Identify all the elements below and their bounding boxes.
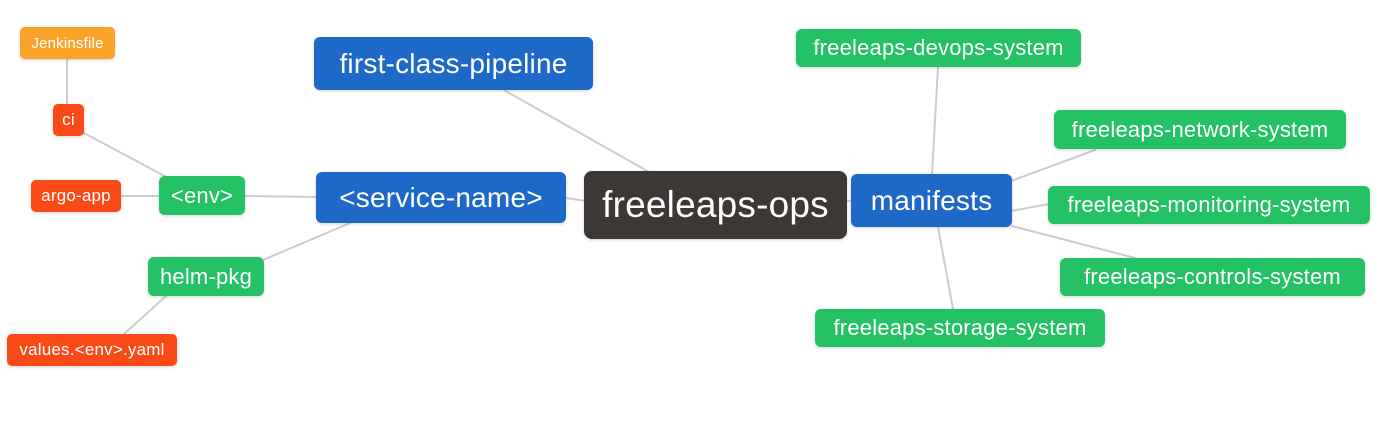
node-env[interactable]: <env> — [159, 176, 245, 215]
node-freeleaps-network-system[interactable]: freeleaps-network-system — [1054, 110, 1346, 149]
node-freeleaps-monitoring-system[interactable]: freeleaps-monitoring-system — [1048, 186, 1370, 224]
node-freeleaps-devops-system[interactable]: freeleaps-devops-system — [796, 29, 1081, 67]
edge-env-to-service-name — [244, 195, 317, 198]
edge-manifests-to-freeleaps-controls-system — [1011, 225, 1136, 259]
node-helm-pkg[interactable]: helm-pkg — [148, 257, 264, 296]
node-first-class-pipeline[interactable]: first-class-pipeline — [314, 37, 593, 90]
node-jenkinsfile[interactable]: Jenkinsfile — [20, 27, 115, 59]
node-values-env-yaml[interactable]: values.<env>.yaml — [7, 334, 177, 366]
node-freeleaps-controls-system[interactable]: freeleaps-controls-system — [1060, 258, 1365, 296]
edge-manifests-to-freeleaps-monitoring-system — [1010, 203, 1050, 212]
edge-service-name-to-helm-pkg — [262, 222, 351, 261]
node-argo-app[interactable]: argo-app — [31, 180, 121, 212]
edge-service-name-to-freeleaps-ops — [565, 197, 587, 202]
edge-ci-to-env — [83, 132, 171, 180]
edge-manifests-to-freeleaps-storage-system — [937, 226, 954, 310]
node-freeleaps-storage-system[interactable]: freeleaps-storage-system — [815, 309, 1105, 347]
node-ci[interactable]: ci — [53, 104, 84, 136]
node-service-name[interactable]: <service-name> — [316, 172, 566, 223]
edge-helm-pkg-to-values-env-yaml — [122, 295, 167, 336]
edge-manifests-to-freeleaps-devops-system — [931, 66, 939, 175]
edge-first-class-pipeline-to-freeleaps-ops — [503, 89, 650, 173]
node-manifests[interactable]: manifests — [851, 174, 1012, 227]
node-freeleaps-ops[interactable]: freeleaps-ops — [584, 171, 847, 239]
edge-manifests-to-freeleaps-network-system — [1010, 149, 1096, 182]
